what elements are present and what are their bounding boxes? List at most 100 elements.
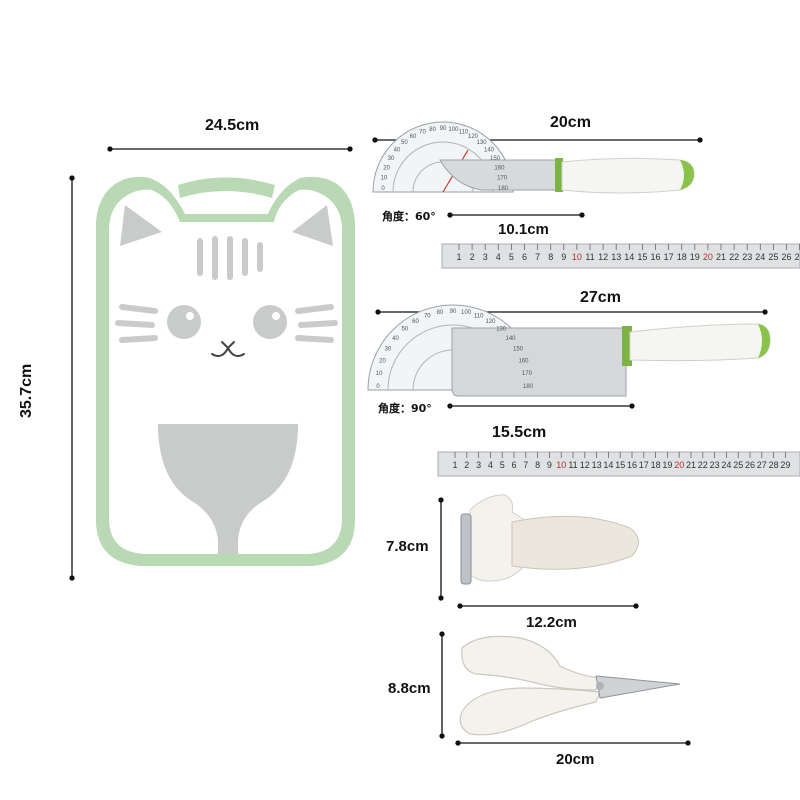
- small-knife-angle-label: 角度：60°: [382, 210, 436, 223]
- cleaver-blade: [451, 327, 627, 397]
- protractor-1-tick-label: 100: [448, 127, 459, 133]
- protractor-2-tick-label: 40: [392, 336, 399, 342]
- ruler-2-tick-label: 7: [523, 460, 528, 470]
- ruler-2-tick-label: 16: [627, 460, 637, 470]
- peeler-width-line: [457, 603, 639, 609]
- ruler-2-tick-label: 1: [452, 460, 457, 470]
- protractor-2-tick-label: 0: [376, 384, 380, 390]
- protractor-2-tick-label: 170: [522, 371, 533, 377]
- ruler-1-tick-label: 2: [470, 252, 475, 262]
- protractor-1-tick-label: 150: [490, 156, 501, 162]
- ruler-1-tick-label: 12: [598, 252, 608, 262]
- scissors-height-label: 8.8cm: [388, 680, 431, 697]
- cat-mouth: [211, 341, 245, 357]
- cat-eyes: [167, 305, 287, 339]
- ruler-1-tick-label: 15: [637, 252, 647, 262]
- protractor-1-tick-label: 120: [468, 134, 479, 140]
- ruler-2-tick-label: 26: [745, 460, 755, 470]
- ruler-1-tick-label: 26: [781, 252, 791, 262]
- peeler-handle: [511, 515, 639, 570]
- protractor-1-tick-label: 160: [494, 166, 505, 172]
- protractor-2-tick-label: 160: [518, 358, 529, 364]
- ruler-1-tick-label: 9: [561, 252, 566, 262]
- protractor-1-tick-label: 170: [497, 176, 508, 182]
- protractor-1-tick-label: 50: [401, 140, 408, 146]
- board-width-label: 24.5cm: [205, 117, 260, 134]
- protractor-2-tick-label: 10: [376, 371, 383, 377]
- scissors-width-label: 20cm: [556, 751, 595, 768]
- scissors-lower-handle: [459, 687, 601, 736]
- ruler-1-tick-label: 4: [496, 252, 501, 262]
- scissors-pivot: [596, 682, 604, 690]
- small-knife-bolster: [555, 158, 563, 192]
- ruler-1-tick-label: 6: [522, 252, 527, 262]
- scissors-height-line: [439, 631, 445, 739]
- ruler-2-tick-label: 21: [686, 460, 696, 470]
- ruler-1-tick-label: 3: [483, 252, 488, 262]
- protractor-2-tick-label: 120: [485, 319, 496, 325]
- peeler-height-line: [438, 497, 444, 601]
- ruler-1-tick-label: 23: [742, 252, 752, 262]
- protractor-2-tick-label: 50: [401, 327, 408, 333]
- protractor-2-tick-label: 30: [385, 347, 392, 353]
- protractor-2-tick-label: 130: [496, 327, 507, 333]
- protractor-2-tick-label: 100: [461, 310, 472, 316]
- cleaver-blade-label: 15.5cm: [492, 424, 547, 441]
- ruler-2-tick-label: 8: [535, 460, 540, 470]
- ruler-1-tick-label: 27: [795, 252, 800, 262]
- cleaver-bolster: [622, 326, 632, 366]
- ruler-2-tick-label: 5: [500, 460, 505, 470]
- ruler-2-tick-label: 12: [580, 460, 590, 470]
- protractor-2-tick-label: 110: [474, 314, 484, 320]
- ruler-1-tick-label: 19: [690, 252, 700, 262]
- ruler-2-tick-label: 24: [721, 460, 731, 470]
- scissors-upper-handle: [461, 635, 601, 691]
- ruler-2-tick-label: 18: [651, 460, 661, 470]
- ruler-2-tick-label: 28: [769, 460, 779, 470]
- ruler-1-tick-label: 17: [664, 252, 674, 262]
- scissors-width-line: [455, 740, 691, 746]
- ruler-1-tick-label: 18: [677, 252, 687, 262]
- protractor-2-tick-label: 150: [513, 347, 524, 353]
- protractor-1-tick-label: 10: [381, 176, 388, 182]
- ruler-1-tick-label: 1: [456, 252, 461, 262]
- ruler-1-tick-label: 7: [535, 252, 540, 262]
- protractor-2-tick-label: 20: [379, 358, 386, 364]
- peeler-height-label: 7.8cm: [386, 538, 429, 555]
- ruler-1-tick-label: 11: [585, 252, 594, 262]
- protractor-1-tick-label: 40: [394, 147, 401, 153]
- ruler-2-tick-label: 9: [547, 460, 552, 470]
- ruler-2-tick-label: 17: [639, 460, 649, 470]
- ruler-2-tick-label: 2: [464, 460, 469, 470]
- ruler-2-tick-label: 25: [733, 460, 743, 470]
- ruler-1-tick-label: 13: [611, 252, 621, 262]
- small-knife-blade-label: 10.1cm: [498, 221, 549, 238]
- protractor-1-tick-label: 20: [383, 166, 390, 172]
- ruler-2-tick-label: 20: [674, 460, 684, 470]
- small-knife-handle-tip: [680, 160, 694, 190]
- peeler-width-label: 12.2cm: [526, 614, 577, 631]
- ruler-2-tick-label: 11: [568, 460, 577, 470]
- cat-whiskers: [115, 304, 338, 343]
- cleaver-handle-tip: [758, 324, 770, 358]
- small-knife-blade: [439, 159, 559, 191]
- protractor-1-tick-label: 80: [429, 127, 436, 133]
- small-knife-blade-line: [447, 212, 585, 218]
- protractor-2-tick-label: 180: [523, 384, 534, 390]
- ruler-1-tick-label: 5: [509, 252, 514, 262]
- ruler-2-tick-label: 6: [511, 460, 516, 470]
- ruler-2-tick-label: 27: [757, 460, 767, 470]
- protractor-1-tick-label: 30: [388, 156, 395, 162]
- protractor-1-tick-label: 0: [381, 186, 385, 192]
- ruler-2-tick-label: 22: [698, 460, 708, 470]
- protractor-1-tick-label: 110: [459, 130, 469, 136]
- board-width-dimension-line: [107, 146, 353, 152]
- board-handle: [178, 177, 275, 198]
- protractor-1-tick-label: 60: [410, 134, 417, 140]
- ruler-2-tick-label: 19: [662, 460, 672, 470]
- protractor-2-tick-label: 80: [437, 310, 444, 316]
